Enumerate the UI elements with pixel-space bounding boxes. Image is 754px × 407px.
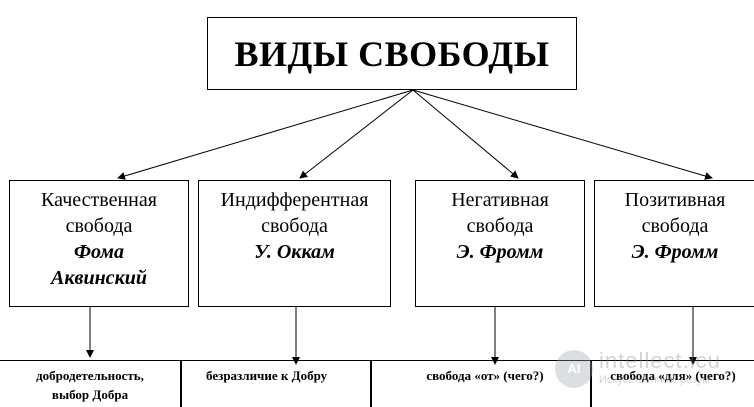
diagram-title-box: ВИДЫ СВОБОДЫ	[207, 17, 577, 90]
category-label: свобода	[466, 215, 534, 237]
watermark-subtitle: Искусственный разум	[599, 374, 710, 386]
arrow-to-positive	[412, 89, 713, 180]
category-label: свобода	[65, 215, 133, 237]
category-positive-box: Позитивная свобода Э. Фромм	[594, 180, 754, 307]
category-author: Фома	[74, 241, 124, 263]
arrow-to-indifferent	[299, 89, 414, 179]
description-cell-positive: свобода «для» (чего?)	[590, 360, 754, 407]
category-author: Э. Фромм	[456, 241, 544, 263]
category-label: Негативная	[451, 189, 549, 211]
description-text: выбор Добра	[51, 387, 129, 402]
category-label: Позитивная	[624, 189, 726, 211]
category-author: Э. Фромм	[631, 241, 719, 263]
category-negative-box: Негативная свобода Э. Фромм	[415, 180, 585, 307]
category-qualitative-box: Качественная свобода Фома Аквинский	[9, 180, 189, 307]
description-text: безразличие к Добру	[206, 368, 328, 383]
category-author: Аквинский	[51, 267, 147, 289]
description-cell-qualitative: добродетельность, выбор Добра	[0, 360, 180, 407]
description-text: добродетельность,	[36, 368, 144, 383]
arrow-to-qualitative	[117, 89, 414, 180]
category-label: свобода	[641, 215, 709, 237]
category-label: свобода	[261, 215, 328, 237]
diagram-title: ВИДЫ СВОБОДЫ	[234, 33, 550, 74]
watermark-logo-icon: AI	[555, 350, 593, 388]
category-label: Индифферентная	[220, 189, 369, 211]
category-label: Качественная	[41, 189, 157, 211]
category-author: У. Оккам	[254, 241, 335, 263]
description-cell-indifferent: безразличие к Добру	[180, 360, 370, 407]
description-text: свобода «от» (чего?)	[426, 368, 544, 383]
description-cell-negative: свобода «от» (чего?)	[370, 360, 590, 407]
watermark-title: intellect.icu	[599, 348, 721, 373]
arrow-to-negative	[412, 89, 519, 179]
category-indifferent-box: Индифферентная свобода У. Оккам	[198, 180, 391, 307]
watermark: AI intellect.icu Искусственный разум	[555, 348, 754, 398]
description-text: свобода «для» (чего?)	[610, 368, 736, 383]
